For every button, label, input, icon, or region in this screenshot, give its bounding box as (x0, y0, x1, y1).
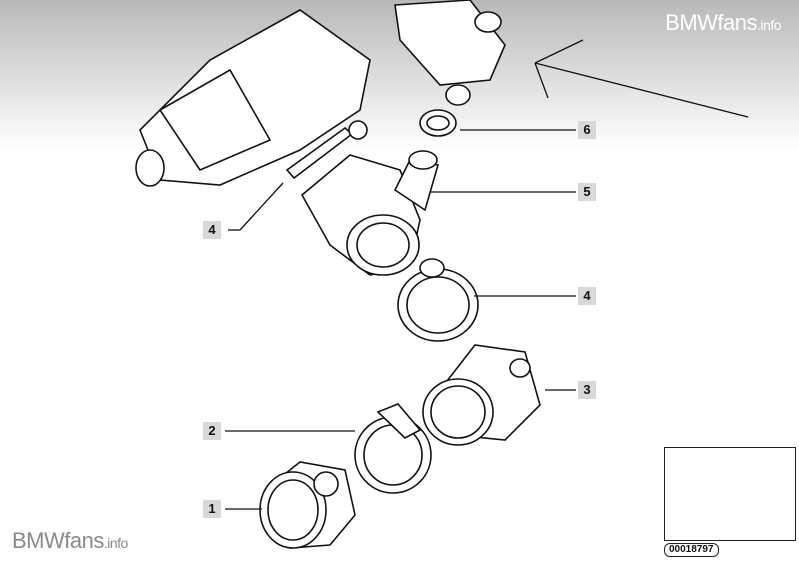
air-filter-housing (135, 9, 371, 187)
intake-pipe (394, 0, 506, 106)
callout-6: 6 (578, 121, 596, 139)
air-flow-sensor-part-1 (259, 461, 356, 549)
arrow-icon (534, 39, 749, 118)
callout-2: 2 (203, 422, 221, 440)
rubber-boot-part-5 (300, 150, 440, 276)
callout-1: 1 (203, 500, 221, 518)
reference-number: 00018797 (664, 543, 719, 557)
clamp-part-6 (419, 109, 457, 137)
callout-3: 3 (578, 381, 596, 399)
leader-lines (225, 129, 576, 510)
inset-frame (664, 447, 796, 541)
intake-sleeve-part-3 (422, 344, 541, 446)
callout-4-upper: 4 (203, 221, 221, 239)
callout-4-lower: 4 (578, 287, 596, 305)
callout-5: 5 (578, 183, 596, 201)
watermark-bottom: BMWfans.info (12, 528, 128, 553)
hose-clamp-part-2 (354, 403, 432, 494)
hose-clamp-part-4 (397, 258, 479, 342)
ring-part-4-upper (285, 120, 368, 180)
watermark-top: BMWfans.info (665, 10, 781, 35)
